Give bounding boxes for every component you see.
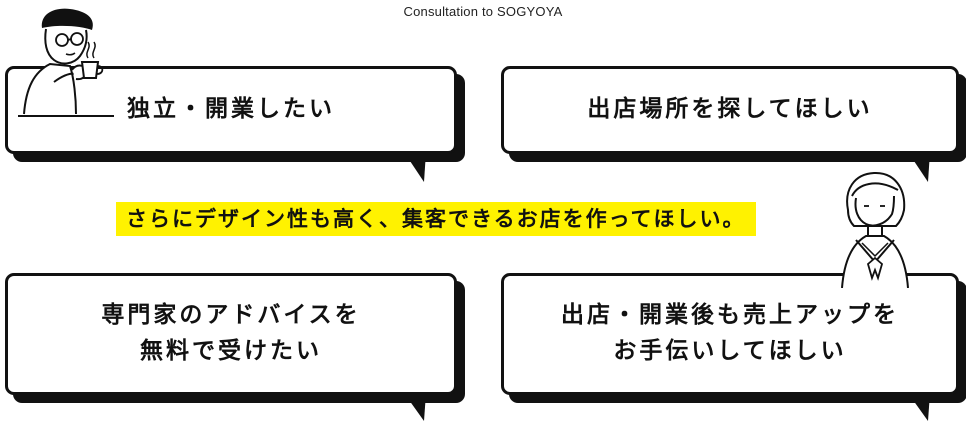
speech-tail-icon — [404, 152, 426, 182]
page-title: Consultation to SOGYOYA — [403, 4, 563, 19]
bubble-text: 出店場所を探してほしい — [587, 96, 873, 123]
speech-bubble-location: 出店場所を探してほしい — [501, 66, 959, 154]
girl-sailor-uniform-icon — [841, 171, 909, 288]
speech-bubble-independence: 独立・開業したい — [5, 66, 457, 154]
man-with-coffee-icon — [18, 8, 114, 117]
bubble-text: 出店・開業後も売上アップを お手伝いしてほしい — [561, 302, 899, 364]
highlight-banner: さらにデザイン性も高く、集客できるお店を作ってほしい。 — [116, 202, 756, 236]
bubble-text: 専門家のアドバイスを 無料で受けたい — [101, 302, 361, 364]
speech-tail-icon — [908, 393, 930, 421]
speech-tail-icon — [908, 152, 930, 182]
speech-bubble-expert-advice: 専門家のアドバイスを 無料で受けたい — [5, 273, 457, 395]
bubble-text: 独立・開業したい — [127, 96, 335, 123]
speech-tail-icon — [404, 393, 426, 421]
speech-bubble-sales-support: 出店・開業後も売上アップを お手伝いしてほしい — [501, 273, 959, 395]
